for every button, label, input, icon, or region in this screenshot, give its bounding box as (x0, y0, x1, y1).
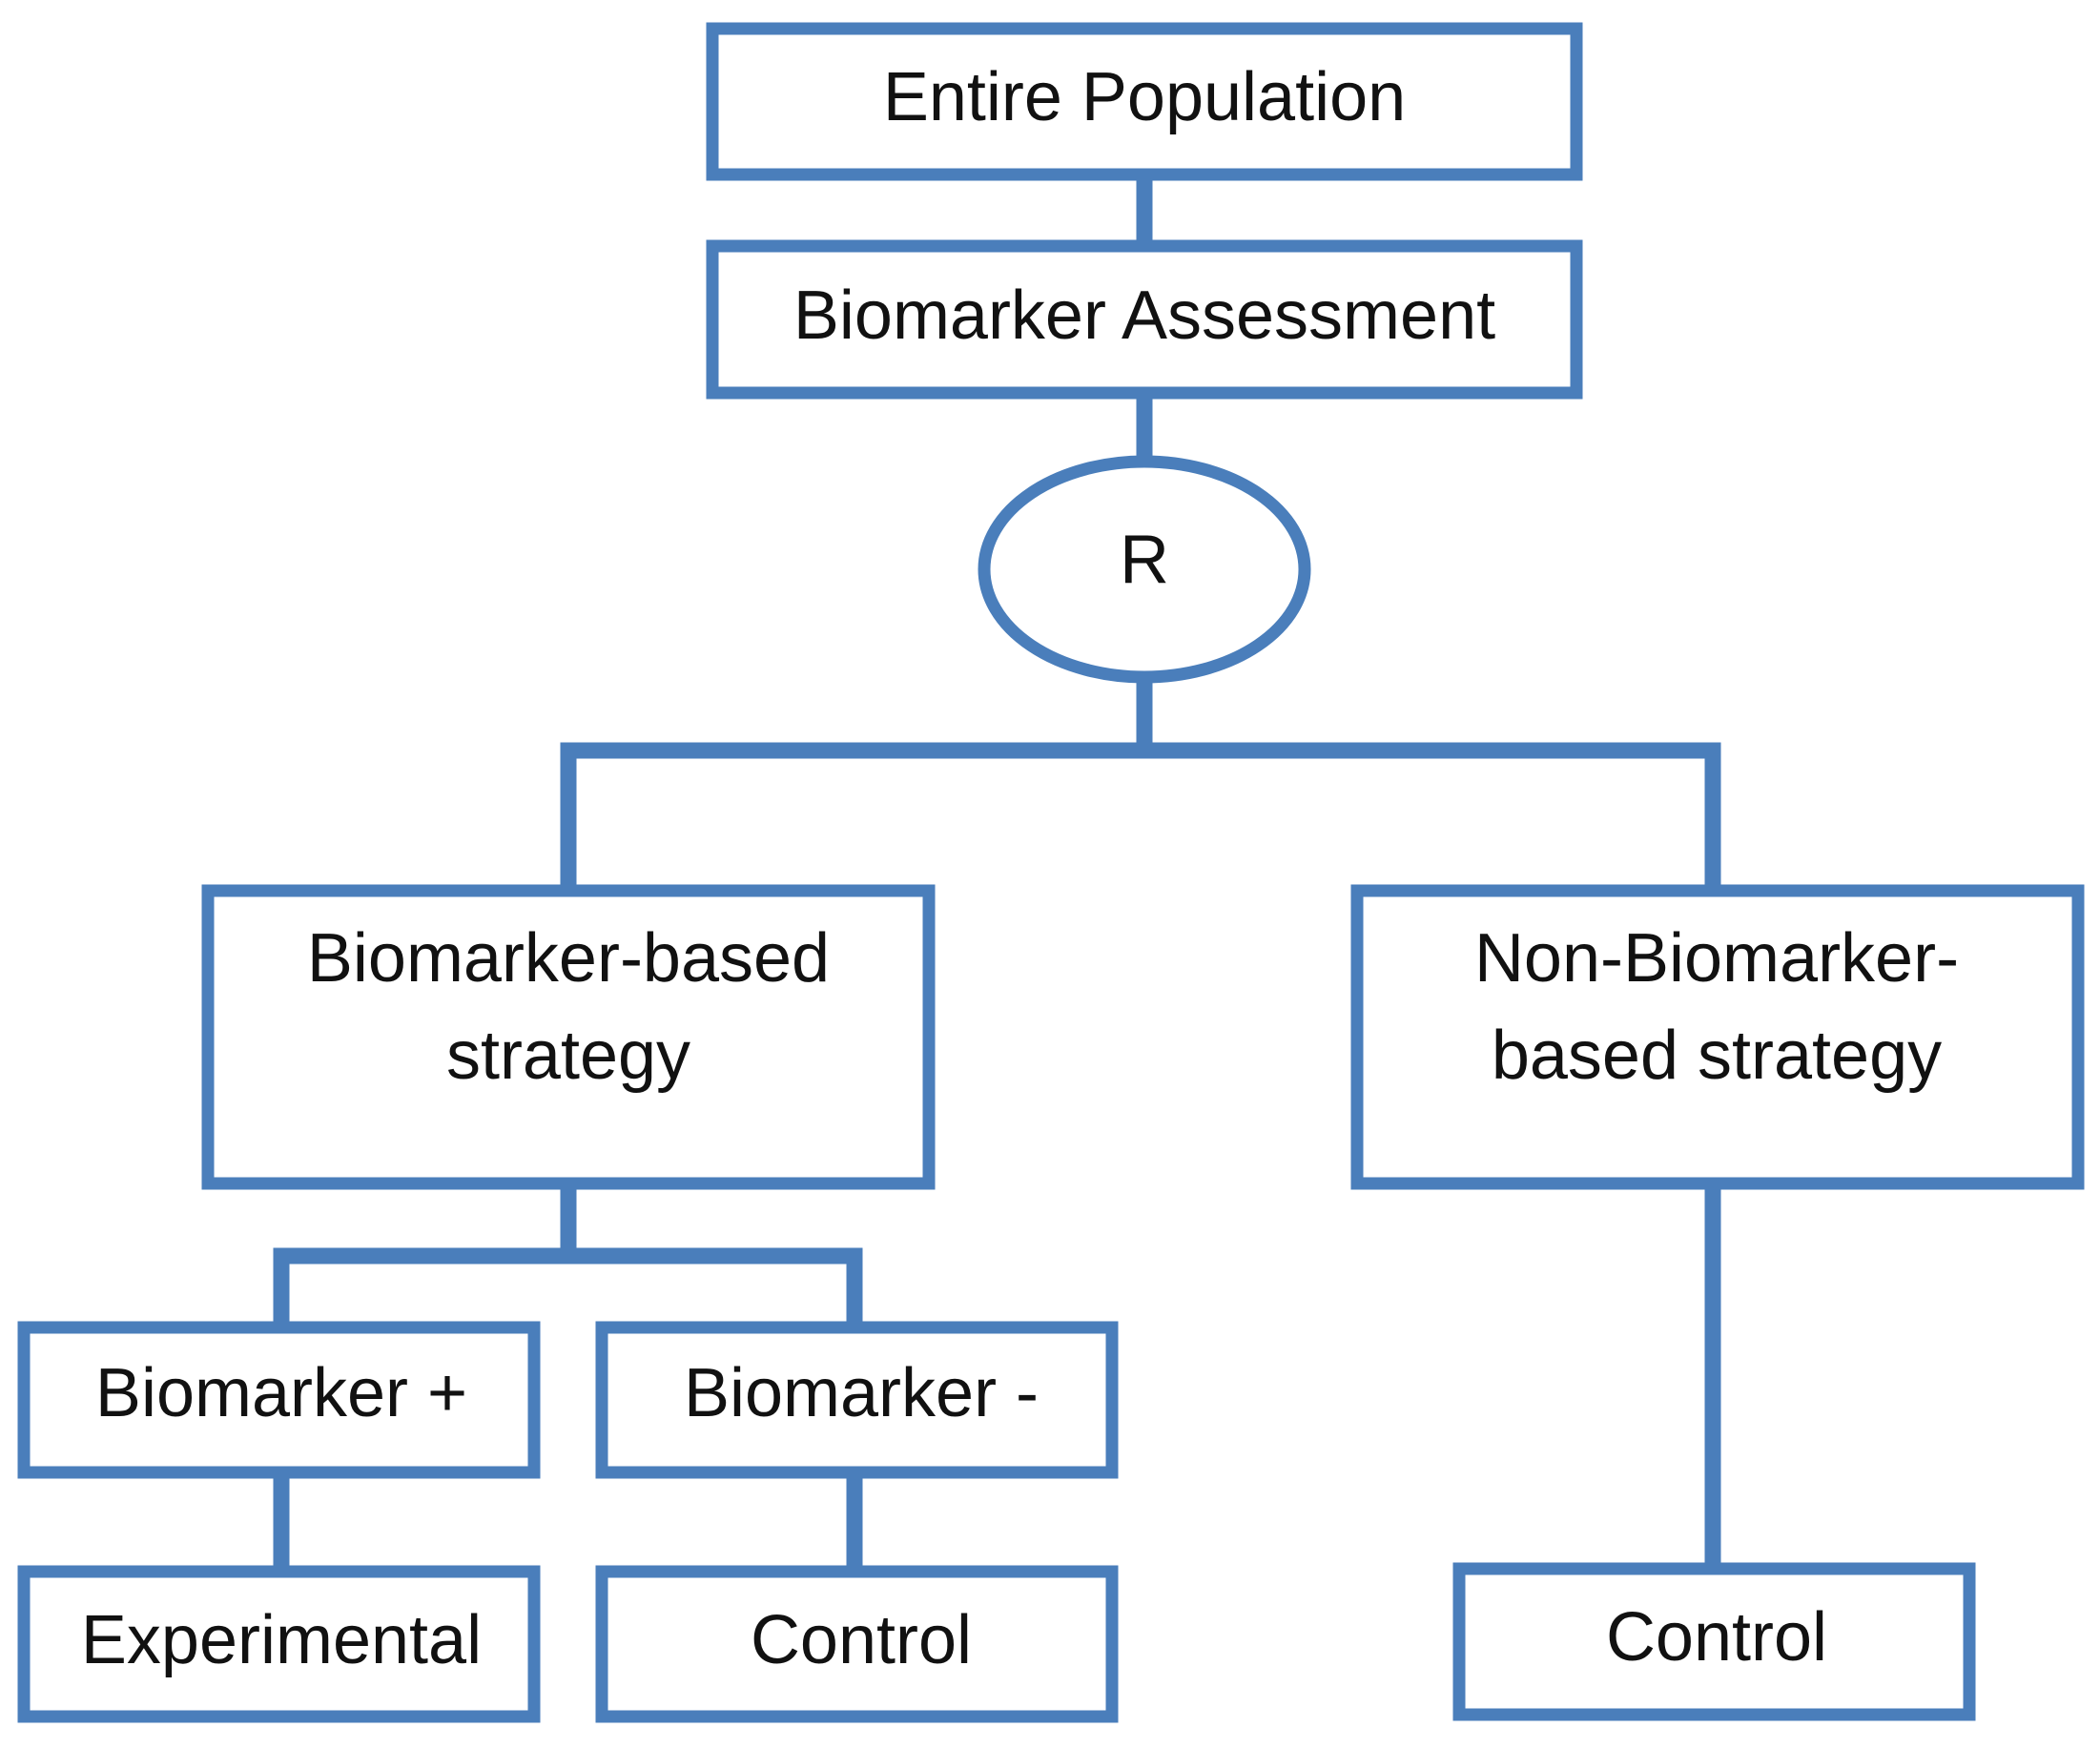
non-biomarker-strategy-label-line2: based strategy (1492, 1018, 1942, 1094)
randomization-ellipse (978, 455, 1311, 684)
node-non-biomarker-strategy: Non-Biomarker- based strategy (1350, 884, 2085, 1190)
control-left-box (595, 1565, 1119, 1723)
biomarker-strategy-label-line2: strategy (446, 1018, 690, 1094)
biomarker-assessment-box (706, 239, 1583, 400)
control-left-label: Control (751, 1602, 972, 1678)
connectors (273, 175, 1721, 1572)
node-control-left: Control (595, 1565, 1119, 1723)
node-experimental: Experimental (17, 1565, 541, 1723)
node-biomarker-strategy: Biomarker-based strategy (201, 884, 936, 1190)
node-entire-population: Entire Population (706, 22, 1583, 181)
biomarker-positive-label: Biomarker + (95, 1355, 467, 1431)
control-right-box (1452, 1562, 1976, 1721)
biomarker-strategy-label-line1: Biomarker-based (307, 920, 830, 997)
connector-subgroups-horizontal (273, 1247, 863, 1327)
experimental-label: Experimental (81, 1602, 482, 1678)
biomarker-negative-label: Biomarker - (684, 1355, 1039, 1431)
experimental-box (17, 1565, 541, 1723)
control-right-label: Control (1606, 1599, 1827, 1676)
node-control-right: Control (1452, 1562, 1976, 1721)
entire-population-box (706, 22, 1583, 181)
node-biomarker-negative: Biomarker - (595, 1321, 1119, 1479)
biomarker-strategy-box (201, 884, 936, 1190)
non-biomarker-strategy-label-line1: Non-Biomarker- (1474, 920, 1959, 997)
node-randomization: R (978, 455, 1311, 684)
randomization-label: R (1120, 522, 1169, 598)
node-biomarker-assessment: Biomarker Assessment (706, 239, 1583, 400)
non-biomarker-strategy-box (1350, 884, 2085, 1190)
biomarker-negative-box (595, 1321, 1119, 1479)
node-biomarker-positive: Biomarker + (17, 1321, 541, 1479)
entire-population-label: Entire Population (883, 59, 1406, 135)
biomarker-assessment-label: Biomarker Assessment (793, 278, 1495, 354)
biomarker-positive-box (17, 1321, 541, 1479)
connector-branch-horizontal (560, 742, 1721, 890)
